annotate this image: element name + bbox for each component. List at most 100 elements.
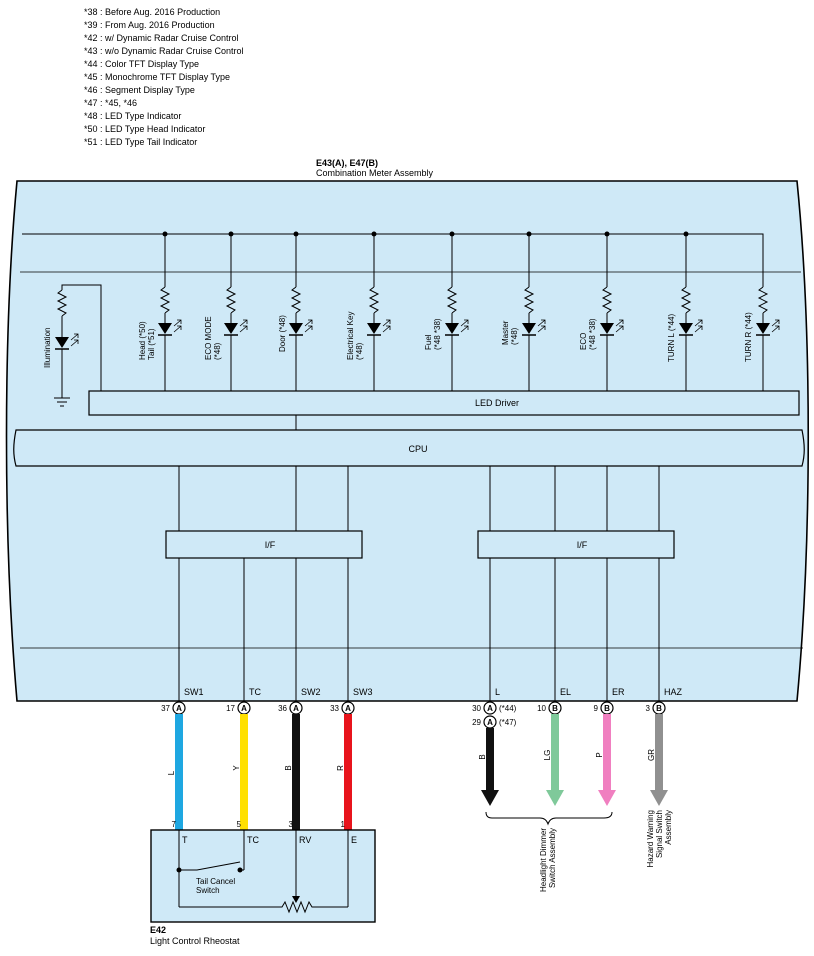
- resistor-icon: [680, 286, 692, 314]
- terminal-name: SW2: [301, 687, 321, 697]
- indicator-label: (*48): [355, 342, 364, 360]
- footnote: *45 : Monochrome TFT Display Type: [84, 72, 231, 82]
- terminal-name: TC: [249, 687, 261, 697]
- light-rays-icon: [173, 319, 182, 333]
- rheostat-terminal: RV: [299, 835, 311, 845]
- indicator-fuel: Fuel (*48 *38): [424, 231, 469, 391]
- connector-er: B 9: [594, 701, 614, 715]
- switch-contact-dot: [176, 867, 182, 873]
- if-box-right: [477, 530, 675, 559]
- wire-color-code: LG: [543, 750, 552, 761]
- indicator-label: TURN R (*44): [744, 312, 753, 362]
- led-icon: [367, 323, 381, 334]
- led-driver-label: LED Driver: [475, 398, 519, 408]
- connector-letter: A: [487, 718, 493, 727]
- indicator-master: Master (*48): [501, 231, 546, 391]
- connector-letter: B: [552, 704, 558, 713]
- connector-letter: A: [176, 704, 182, 713]
- illumination-wire: [61, 284, 102, 391]
- pin-number: 37: [161, 704, 170, 713]
- pin-number: 17: [226, 704, 235, 713]
- light-rays-icon: [694, 319, 703, 333]
- pin-number: 10: [537, 704, 546, 713]
- wire-color-code: B: [478, 754, 487, 759]
- destination-label: Hazard Warning: [646, 810, 655, 868]
- cpu-if-wires: [178, 466, 660, 531]
- switch-contact-dot: [237, 867, 243, 873]
- if-terminal-wires: [178, 558, 660, 701]
- light-rays-icon: [771, 319, 780, 333]
- terminal-name: SW3: [353, 687, 373, 697]
- footnote-list: *38 : Before Aug. 2016 Production *39 : …: [84, 6, 244, 149]
- cpu-label: CPU: [408, 444, 427, 454]
- destination-label: Headlight Dimmer: [539, 828, 548, 892]
- pin-number: 36: [278, 704, 287, 713]
- pin-number: 3: [289, 820, 294, 829]
- pin-note: (*47): [499, 718, 517, 727]
- resistor-icon: [757, 286, 769, 314]
- connector-sw1: A 37: [161, 701, 186, 715]
- pin-number: 29: [472, 718, 481, 727]
- connector-haz: B 3: [646, 701, 666, 715]
- wire-pink: [603, 714, 611, 792]
- connector-l: A 30 (*44) A 29 (*47): [472, 701, 517, 729]
- footnote: *44 : Color TFT Display Type: [84, 59, 200, 69]
- footnote: *46 : Segment Display Type: [84, 85, 195, 95]
- led-driver-box: [88, 390, 800, 416]
- wire-black: [486, 728, 494, 792]
- illumination-label: Illumination: [43, 328, 52, 368]
- indicator-label: TURN L (*44): [667, 314, 676, 362]
- brace-icon: [485, 811, 613, 826]
- arrow-down-icon: [481, 790, 499, 806]
- pin-number: 5: [237, 820, 242, 829]
- footnote: *39 : From Aug. 2016 Production: [84, 20, 215, 30]
- led-icon: [445, 323, 459, 334]
- indicator-label: (*48): [213, 342, 222, 360]
- resistor-icon: [446, 286, 458, 314]
- light-rays-icon: [537, 319, 546, 333]
- wire-gray: [655, 714, 663, 792]
- led-icon: [756, 323, 770, 334]
- arrow-down-icon: [546, 790, 564, 806]
- pin-number: 7: [172, 820, 177, 829]
- pin-note: (*44): [499, 704, 517, 713]
- rheostat-terminal: TC: [247, 835, 259, 845]
- led-icon: [522, 323, 536, 334]
- indicator-electrical-key: Electrical Key (*48): [346, 231, 391, 391]
- indicator-label: Head (*50): [138, 321, 147, 360]
- terminal-name: L: [495, 687, 500, 697]
- pin-number: 1: [341, 820, 346, 829]
- pin-number: 33: [330, 704, 339, 713]
- rheostat-name: Light Control Rheostat: [150, 936, 240, 946]
- terminal-name: EL: [560, 687, 571, 697]
- wire-color-code: GR: [647, 749, 656, 761]
- if-label: I/F: [577, 540, 588, 550]
- pin-number: 9: [594, 704, 599, 713]
- wire-yellow: [240, 714, 248, 830]
- switch-label: Tail Cancel: [196, 877, 235, 886]
- connector-letter: B: [604, 704, 610, 713]
- cpu-band: [13, 429, 805, 467]
- destination-label: Switch Assembly: [548, 828, 557, 888]
- switch-label: Switch: [196, 886, 220, 895]
- light-rays-icon: [382, 319, 391, 333]
- wiper-arrow-icon: [292, 896, 300, 903]
- footnote: *51 : LED Type Tail Indicator: [84, 137, 198, 147]
- wire-color-code: R: [336, 765, 345, 771]
- indicator-turn-r: TURN R (*44): [744, 286, 780, 391]
- indicator-door: Door (*48): [278, 231, 313, 391]
- indicator-label: Tail (*51): [147, 328, 156, 360]
- indicator-label: Fuel: [424, 334, 433, 350]
- resistor-icon: [290, 286, 302, 314]
- meter-name: Combination Meter Assembly: [316, 168, 434, 178]
- arrow-down-icon: [598, 790, 616, 806]
- indicator-label: Electrical Key: [346, 312, 355, 360]
- pin-number: 30: [472, 704, 481, 713]
- destination-label: Assembly: [664, 810, 673, 845]
- indicator-head-tail: Head (*50) Tail (*51): [138, 231, 182, 391]
- light-rays-icon: [615, 319, 624, 333]
- terminal-name: SW1: [184, 687, 204, 697]
- potentiometer-icon: [179, 900, 348, 914]
- terminal-name: HAZ: [664, 687, 683, 697]
